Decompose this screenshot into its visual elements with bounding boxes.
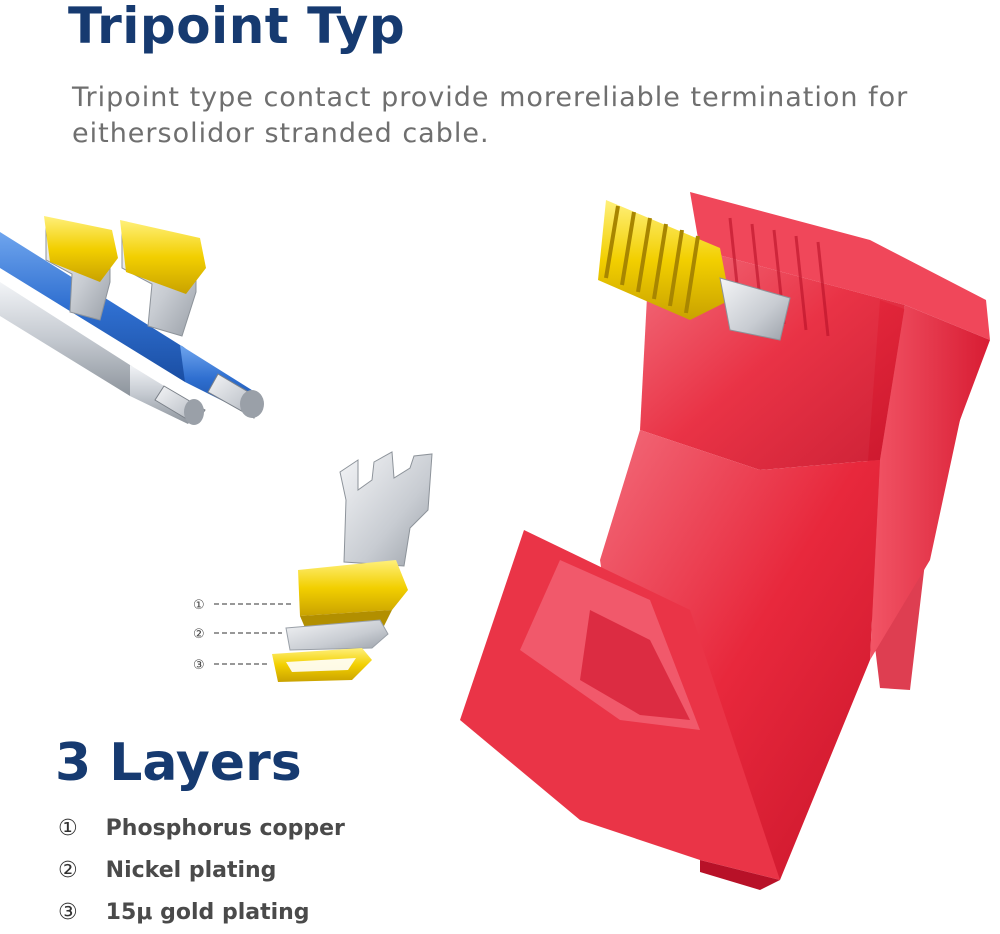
callout-2: ② bbox=[193, 627, 205, 642]
layer-label: 15μ gold plating bbox=[105, 900, 310, 925]
rj45-connector-illustration bbox=[460, 192, 990, 890]
page-title: Tripoint Typ bbox=[68, 0, 406, 55]
layer-number: ③ bbox=[58, 900, 78, 925]
layer-label: Nickel plating bbox=[105, 858, 277, 883]
layer-label: Phosphorus copper bbox=[105, 816, 345, 841]
layer-item-nickel-plating: ② Nickel plating bbox=[58, 850, 345, 892]
cable-contact-illustration bbox=[0, 216, 264, 425]
layer-number: ② bbox=[58, 858, 78, 883]
layers-list: ① Phosphorus copper ② Nickel plating ③ 1… bbox=[58, 808, 345, 934]
layer-item-gold-plating: ③ 15μ gold plating bbox=[58, 892, 345, 934]
layer-number: ① bbox=[58, 816, 78, 841]
layers-heading: 3 Layers bbox=[55, 733, 302, 793]
layer-item-phosphorus-copper: ① Phosphorus copper bbox=[58, 808, 345, 850]
callout-1: ① bbox=[193, 598, 205, 613]
contact-layers-illustration: ① ② ③ bbox=[193, 451, 433, 682]
page-subtitle: Tripoint type contact provide morereliab… bbox=[72, 82, 909, 149]
callout-3: ③ bbox=[193, 658, 205, 673]
